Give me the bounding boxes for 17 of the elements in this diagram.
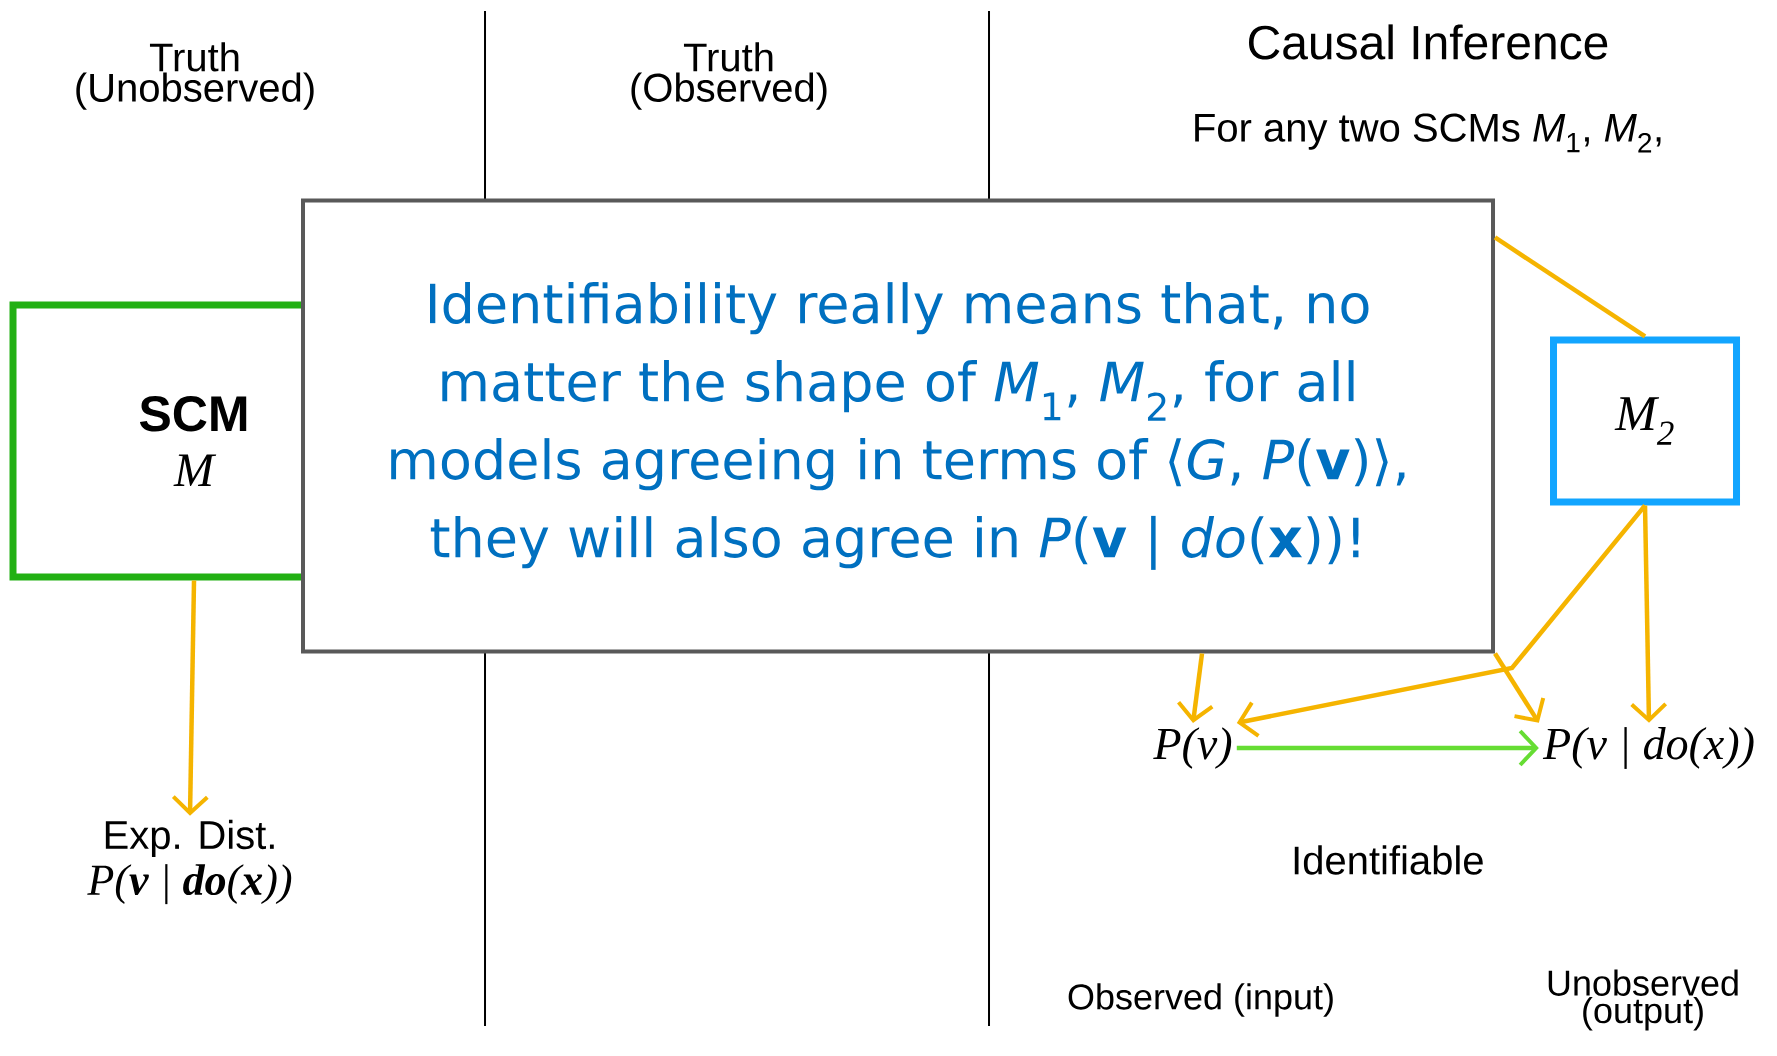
caption: Observed (input) xyxy=(1068,983,1333,1017)
arrow xyxy=(171,580,209,816)
edge-label: Identifiable xyxy=(1288,842,1488,878)
arrow xyxy=(1493,652,1546,723)
model-box: M$_{2}$ xyxy=(1550,336,1740,506)
arrow xyxy=(1630,505,1668,723)
connector-line xyxy=(1493,235,1647,339)
formula-text: P(v | do(x)) xyxy=(1542,727,1754,769)
arrow xyxy=(1236,504,1647,738)
column-heading: Truth (Observed) xyxy=(631,42,827,110)
arrow xyxy=(1236,729,1539,767)
column-heading: Causal Inference xyxy=(1249,24,1608,60)
subheading: For any two SCMs M$_{1}$, M$_{2}$, xyxy=(1195,113,1661,153)
column-heading: Truth (Unobserved) xyxy=(76,42,314,110)
caption: Unobserved (output) xyxy=(1548,969,1738,1031)
formula-text: P(v) xyxy=(1153,727,1232,769)
formula-text: Exp. Dist. P(v | do(x)) xyxy=(87,819,292,905)
